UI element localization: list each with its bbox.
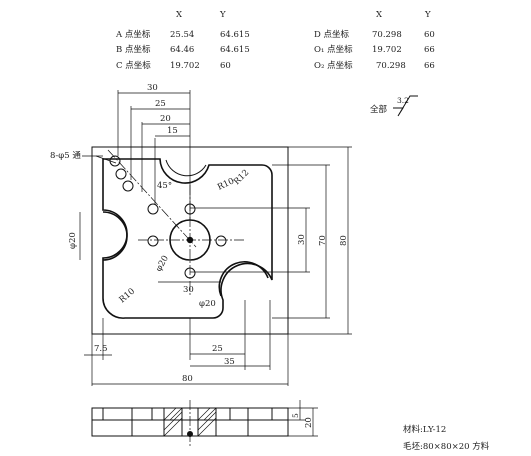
table-left-header-x: X (176, 10, 183, 20)
point-o2-label: O₂ 点坐标 (314, 60, 353, 71)
point-b-label: B 点坐标 (116, 44, 151, 55)
point-b-x: 64.46 (170, 45, 194, 55)
center-line-45deg (107, 149, 197, 248)
bottom-right-pocket (218, 261, 269, 297)
left-half-pocket (102, 211, 128, 261)
dim-7-5: 7.5 (94, 344, 108, 354)
hole-5 (147, 235, 159, 247)
hole-6 (215, 235, 227, 247)
dia-20-center: φ20 (154, 254, 171, 274)
dim-20-side: 20 (304, 417, 314, 428)
point-o1-label: O₁ 点坐标 (314, 44, 353, 55)
top-dimensions (117, 90, 191, 220)
point-o2-x: 70.298 (376, 61, 406, 71)
top-pocket-arc (165, 159, 207, 177)
point-o1-y: 66 (424, 45, 435, 55)
point-a-x: 25.54 (170, 30, 194, 40)
surface-finish-symbol: 全部 3.2 (370, 95, 418, 117)
dim-80-vertical: 80 (339, 235, 349, 246)
dim-30-horizontal: 30 (183, 285, 194, 295)
hatching (163, 407, 217, 437)
dim-20-top: 20 (160, 114, 171, 124)
dia-20-left: φ20 (68, 232, 78, 249)
hole-3 (122, 180, 134, 192)
hole-1 (109, 155, 121, 167)
radius-r12: R12 (232, 168, 251, 187)
roughness-check-icon (393, 95, 418, 117)
point-c-x: 19.702 (170, 61, 200, 71)
dim-25-bottom: 25 (212, 344, 223, 354)
material-note: 材料:LY-12 (403, 424, 446, 435)
holes-label: 8-φ5 通 (50, 150, 81, 161)
point-a-y: 64.615 (220, 30, 250, 40)
surface-finish-value: 3.2 (397, 96, 409, 105)
dim-30-top: 30 (147, 83, 158, 93)
section-view: 5 20 (91, 400, 318, 446)
dim-80-horizontal: 80 (182, 374, 193, 384)
top-view: 30 25 20 15 8-φ5 通 45° R10 R12 R10 φ20 φ… (50, 83, 352, 386)
dim-30-vertical: 30 (297, 234, 307, 245)
point-b-y: 64.615 (220, 45, 250, 55)
dim-15-top: 15 (167, 126, 178, 136)
pocket-contour (102, 158, 273, 319)
table-right-header-y: Y (424, 10, 431, 20)
table-left-header-y: Y (219, 10, 226, 20)
point-c-label: C 点坐标 (116, 60, 151, 71)
point-a-label: A 点坐标 (115, 29, 151, 40)
point-c-y: 60 (220, 61, 231, 71)
point-d-label: D 点坐标 (314, 29, 350, 40)
dim-5: 5 (291, 413, 300, 418)
dim-35-bottom: 35 (224, 357, 235, 367)
blank-note: 毛坯:80×80×20 方料 (403, 441, 490, 452)
dim-25-top: 25 (155, 99, 166, 109)
point-d-x: 70.298 (372, 30, 402, 40)
point-o2-y: 66 (424, 61, 435, 71)
point-d-y: 60 (424, 30, 435, 40)
coordinate-table: X Y X Y A 点坐标 25.54 64.615 B 点坐标 64.46 6… (115, 10, 435, 71)
angle-45: 45° (157, 181, 172, 191)
point-o1-x: 19.702 (372, 45, 402, 55)
hole-2 (115, 168, 127, 180)
dia-20-bottom: φ20 (199, 299, 216, 309)
section-center-dot (187, 431, 193, 437)
table-right-header-x: X (376, 10, 383, 20)
radius-r10-bottom: R10 (118, 287, 138, 306)
surface-finish-prefix: 全部 (370, 104, 388, 115)
dim-70: 70 (318, 235, 328, 246)
hole-4 (147, 203, 159, 215)
